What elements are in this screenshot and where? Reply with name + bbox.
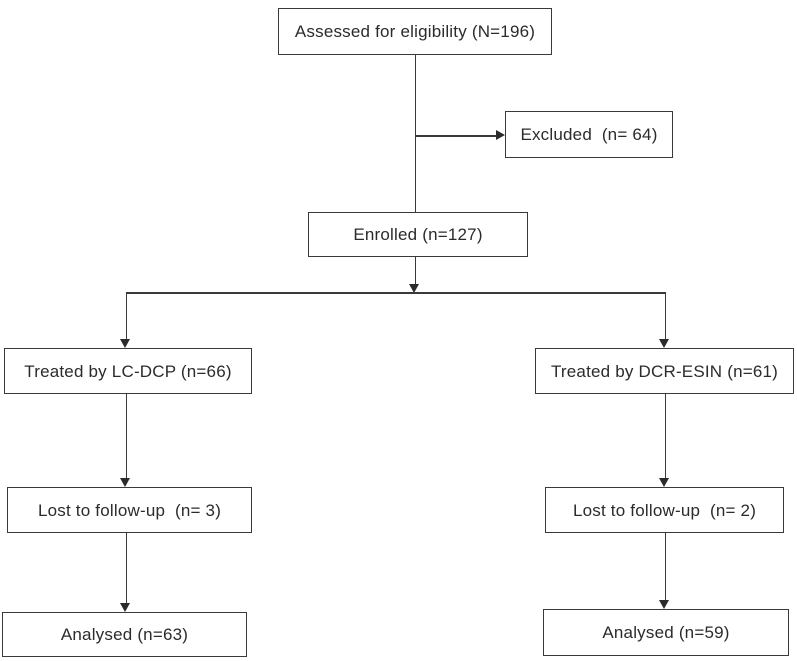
box-assessed: Assessed for eligibility (N=196) bbox=[278, 8, 552, 55]
box-analysed-left: Analysed (n=63) bbox=[2, 612, 247, 657]
box-analysed-left-label: Analysed (n=63) bbox=[60, 625, 189, 644]
arrow-down-icon bbox=[659, 339, 669, 348]
box-excluded: Excluded (n= 64) bbox=[505, 111, 673, 158]
box-lost-followup-left-label: Lost to follow-up (n= 3) bbox=[37, 500, 222, 520]
arrow-down-icon bbox=[120, 603, 130, 612]
box-analysed-right: Analysed (n=59) bbox=[543, 609, 789, 656]
box-treated-lc-dcp-label: Treated by LC-DCP (n=66) bbox=[24, 361, 232, 381]
connector-to-excluded bbox=[415, 135, 496, 137]
box-analysed-right-label: Analysed (n=59) bbox=[602, 623, 730, 642]
box-enrolled-label: Enrolled (n=127) bbox=[353, 225, 483, 244]
box-enrolled: Enrolled (n=127) bbox=[308, 212, 528, 257]
box-treated-dcr-esin-label: Treated by DCR-ESIN (n=61) bbox=[550, 361, 779, 381]
arrow-down-icon bbox=[120, 339, 130, 348]
connector-enrolled-split bbox=[414, 257, 416, 285]
box-treated-dcr-esin: Treated by DCR-ESIN (n=61) bbox=[535, 348, 794, 394]
box-lost-followup-left: Lost to follow-up (n= 3) bbox=[7, 487, 252, 533]
box-excluded-label: Excluded (n= 64) bbox=[520, 125, 658, 144]
connector-split-bar bbox=[126, 292, 665, 294]
connector-split-treated-left bbox=[125, 292, 127, 339]
connector-treated-lost-right bbox=[664, 394, 666, 478]
box-assessed-label: Assessed for eligibility (N=196) bbox=[294, 22, 536, 41]
arrow-down-icon bbox=[659, 478, 669, 487]
box-treated-lc-dcp: Treated by LC-DCP (n=66) bbox=[4, 348, 252, 394]
connector-split-treated-right bbox=[664, 292, 666, 339]
connector-lost-analysed-left bbox=[125, 533, 127, 603]
connector-assessed-enrolled bbox=[414, 55, 416, 212]
arrow-right-icon bbox=[496, 130, 505, 140]
arrow-down-icon bbox=[409, 284, 419, 293]
connector-treated-lost-left bbox=[125, 394, 127, 478]
box-lost-followup-right-label: Lost to follow-up (n= 2) bbox=[572, 500, 757, 520]
arrow-down-icon bbox=[659, 600, 669, 609]
arrow-down-icon bbox=[120, 478, 130, 487]
box-lost-followup-right: Lost to follow-up (n= 2) bbox=[545, 487, 784, 533]
connector-lost-analysed-right bbox=[664, 533, 666, 600]
